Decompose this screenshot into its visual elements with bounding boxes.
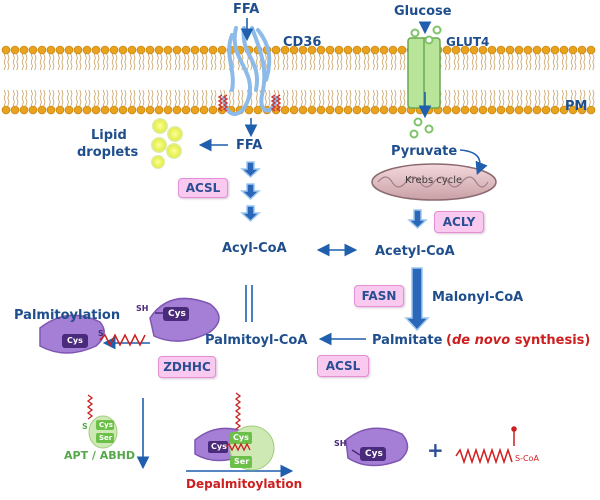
acly-enzyme: ACLY xyxy=(434,211,484,233)
ser-label-1: Ser xyxy=(99,434,113,442)
malonyl-coa-label: Malonyl-CoA xyxy=(432,290,524,305)
protein-free-sh-bottom xyxy=(345,427,409,467)
plus-sign: + xyxy=(427,438,444,462)
lipid-droplets xyxy=(151,118,183,169)
zdhhc-enzyme: ZDHHC xyxy=(158,356,216,378)
ffa-cyto-label: FFA xyxy=(236,138,263,153)
lipid-droplets-label-2: droplets xyxy=(77,145,139,160)
de-novo-synthesis-label: (de novo synthesis) xyxy=(446,333,591,348)
ser-label-2: Ser xyxy=(234,457,250,466)
cys-label-1: Cys xyxy=(67,336,83,345)
thick-arrows xyxy=(240,161,430,332)
s-label-apt: S xyxy=(82,422,88,431)
palmitoyl-coa-label: Palmitoyl-CoA xyxy=(205,333,308,348)
sh-label-bottom: SH xyxy=(334,439,347,448)
cys-label-3: Cys xyxy=(99,421,113,429)
glut4-label: GLUT4 xyxy=(446,35,490,49)
acetyl-coa-label: Acetyl-CoA xyxy=(375,244,455,259)
cys-label-5: Cys xyxy=(233,433,249,442)
sh-label-top: SH xyxy=(136,304,149,313)
cys-label-4: Cys xyxy=(211,442,227,451)
depalmitoylation-complex xyxy=(194,392,275,471)
ffa-top-label: FFA xyxy=(233,2,260,17)
palmitoyl-coa-chain xyxy=(455,426,517,465)
palmitate-label: Palmitate xyxy=(372,333,443,348)
protein-palmitoylated-left xyxy=(39,314,146,354)
mitochondrion xyxy=(371,163,497,201)
glucose-molecules xyxy=(409,25,442,139)
cd36-transporter xyxy=(222,26,278,116)
s-label-left: S xyxy=(98,329,104,338)
cys-label-2: Cys xyxy=(168,309,186,319)
apt-abhd-label: APT / ABHD xyxy=(64,449,135,462)
glut4-transporter xyxy=(407,37,441,109)
glucose-label: Glucose xyxy=(394,4,452,19)
depalmitoylation-label: Depalmitoylation xyxy=(186,477,303,491)
fasn-enzyme: FASN xyxy=(354,285,404,307)
acsl-enzyme-bottom: ACSL xyxy=(317,355,369,377)
pyruvate-label: Pyruvate xyxy=(391,144,458,159)
acsl-enzyme-top: ACSL xyxy=(178,178,228,198)
s-coa-label: S-CoA xyxy=(515,454,539,463)
palmitoylation-label: Palmitoylation xyxy=(14,308,121,323)
plasma-membrane xyxy=(1,45,596,115)
lipid-droplets-label-1: Lipid xyxy=(91,128,127,143)
apt-abhd-enzyme xyxy=(86,394,118,449)
protein-free-sh-top xyxy=(149,297,220,342)
pm-label: PM xyxy=(565,99,588,114)
cys-label-6: Cys xyxy=(365,449,383,459)
cd36-label: CD36 xyxy=(283,35,322,50)
krebs-cycle-label: Krebs cycle xyxy=(405,175,463,186)
cd36-palmitoyl-chains xyxy=(217,94,282,112)
acyl-coa-label: Acyl-CoA xyxy=(222,241,287,256)
arrows xyxy=(102,18,488,478)
